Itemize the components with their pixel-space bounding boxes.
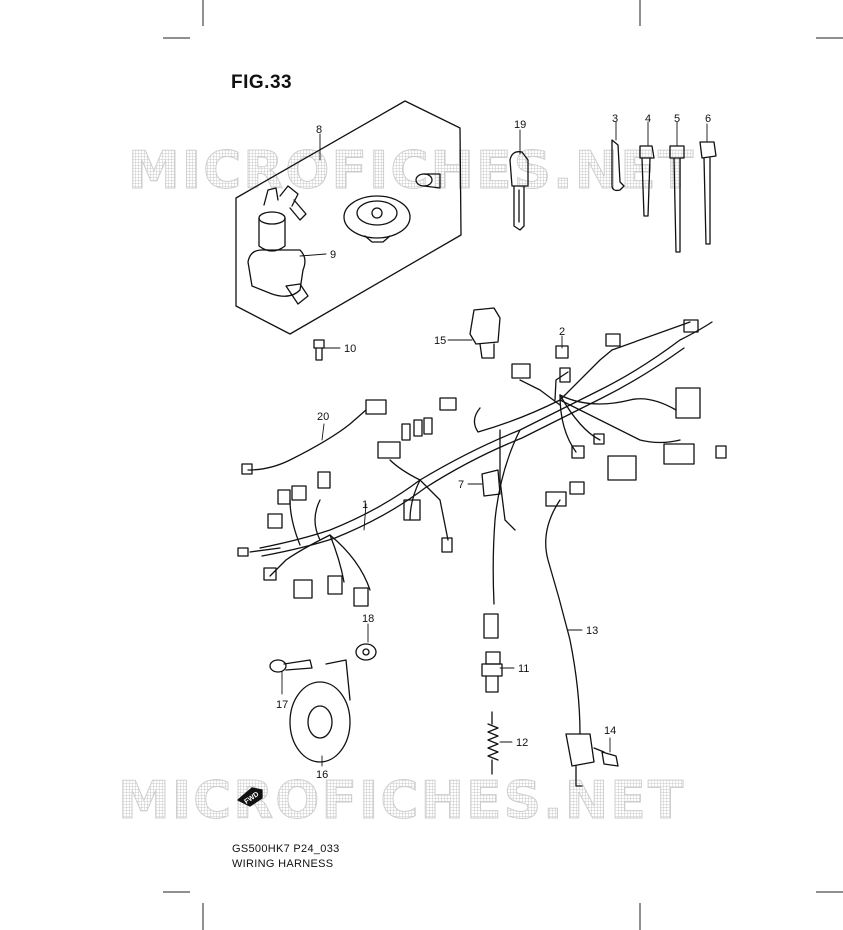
callout-14: 14 [604, 725, 616, 737]
bracket-drawing [611, 139, 625, 192]
callout-5: 5 [674, 113, 680, 125]
callout-11: 11 [518, 663, 529, 675]
main-wiring-harness-drawing [249, 321, 713, 605]
callout-3: 3 [612, 113, 618, 125]
nut-18-drawing [355, 643, 377, 661]
callout-10: 10 [344, 343, 356, 355]
seat-lock-drawing [415, 173, 441, 189]
callout-16: 16 [316, 769, 328, 781]
ignition-switch-drawing [247, 185, 309, 305]
callout-6: 6 [705, 113, 711, 125]
callout-2: 2 [559, 326, 565, 338]
callout-9: 9 [330, 249, 336, 261]
callout-7: 7 [458, 479, 464, 491]
crop-marks [163, 0, 843, 930]
horn-drawing [289, 659, 351, 763]
watermark-bottom: MICROFICHES.NET [118, 771, 685, 831]
neutral-switch-drawing [481, 651, 503, 693]
callout-12: 12 [516, 737, 528, 749]
watermark-top: MICROFICHES.NET [128, 141, 695, 201]
fwd-arrow [237, 787, 263, 807]
spring-drawing [487, 711, 499, 775]
harness-connectors [237, 319, 727, 639]
cable-tie-drawing [669, 145, 685, 253]
bracket-7-drawing [481, 469, 501, 497]
clamp-drawing [699, 141, 717, 245]
sub-harness-20-drawing [241, 399, 387, 475]
bolt-10-drawing [313, 339, 325, 361]
callout-15: 15 [434, 335, 446, 347]
model-code: GS500HK7 P24_033 [232, 843, 340, 855]
callout-8: 8 [316, 124, 322, 136]
callout-4: 4 [645, 113, 651, 125]
bolt-14-drawing [593, 747, 619, 767]
key-blank-drawing [509, 151, 529, 231]
callout-numbers: 1 2 3 4 5 6 7 8 9 10 11 12 13 14 15 16 1… [276, 113, 711, 781]
section-name: WIRING HARNESS [232, 858, 334, 870]
speed-sensor-drawing [545, 499, 595, 787]
ignition-set-kit-box [235, 100, 462, 335]
callout-17: 17 [276, 699, 288, 711]
callout-13: 13 [586, 625, 598, 637]
relay-drawing [469, 307, 501, 359]
callout-19: 19 [514, 119, 526, 131]
callout-20: 20 [317, 411, 329, 423]
leader-lines [281, 121, 708, 767]
fuel-cap-drawing [343, 195, 411, 243]
callout-18: 18 [362, 613, 374, 625]
bolt-17-drawing [269, 659, 313, 673]
callout-1: 1 [362, 499, 368, 511]
figure-title: FIG.33 [231, 72, 293, 93]
